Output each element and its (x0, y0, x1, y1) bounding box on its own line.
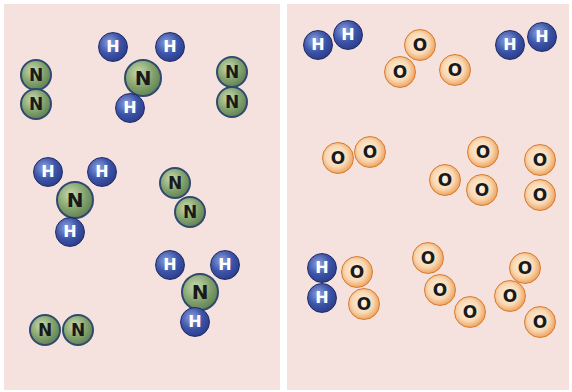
atom-symbol: H (95, 164, 108, 180)
hydrogen-atom: H (55, 217, 85, 247)
nitrogen-atom: N (20, 59, 52, 91)
atom-symbol: H (315, 290, 328, 306)
hydrogen-atom: H (33, 157, 63, 187)
atom-symbol: N (183, 204, 197, 221)
atom-symbol: O (476, 144, 490, 161)
atom-symbol: N (29, 96, 43, 113)
atom-symbol: O (413, 37, 427, 54)
hydrogen-atom: H (210, 250, 240, 280)
oxygen-atom: O (454, 296, 486, 328)
atom-symbol: H (41, 164, 54, 180)
hydrogen-atom: H (307, 283, 337, 313)
hydrogen-atom: H (98, 32, 128, 62)
hydrogen-atom: H (115, 93, 145, 123)
atom-symbol: H (123, 100, 136, 116)
oxygen-atom: O (341, 256, 373, 288)
atom-symbol: O (331, 150, 345, 167)
oxygen-atom: O (509, 252, 541, 284)
atom-symbol: H (163, 257, 176, 273)
atom-symbol: O (533, 152, 547, 169)
atom-symbol: H (218, 257, 231, 273)
atom-symbol: O (350, 264, 364, 281)
oxygen-atom: O (384, 56, 416, 88)
oxygen-atom: O (494, 280, 526, 312)
atom-symbol: O (448, 62, 462, 79)
nitrogen-atom: N (29, 314, 61, 346)
hydrogen-atom: H (333, 20, 363, 50)
atom-symbol: N (225, 94, 239, 111)
atom-symbol: N (225, 64, 239, 81)
hydrogen-atom: H (303, 30, 333, 60)
atom-symbol: O (421, 250, 435, 267)
hydrogen-atom: H (527, 22, 557, 52)
hydrogen-atom: H (155, 250, 185, 280)
oxygen-atom: O (524, 179, 556, 211)
oxygen-atom: O (354, 136, 386, 168)
oxygen-atom: O (429, 164, 461, 196)
hydrogen-atom: H (155, 32, 185, 62)
atom-symbol: O (518, 260, 532, 277)
nitrogen-atom: N (62, 314, 94, 346)
atom-symbol: O (475, 182, 489, 199)
atom-symbol: N (29, 67, 43, 84)
oxygen-atom: O (412, 242, 444, 274)
nitrogen-atom: N (174, 196, 206, 228)
atom-symbol: N (67, 190, 84, 210)
oxygen-atom: O (466, 174, 498, 206)
oxygen-atom: O (404, 29, 436, 61)
atom-symbol: H (63, 224, 76, 240)
oxygen-atom: O (524, 144, 556, 176)
atom-symbol: H (163, 39, 176, 55)
atom-symbol: O (363, 144, 377, 161)
atom-symbol: N (135, 68, 152, 88)
nitrogen-atom: N (181, 273, 219, 311)
atom-symbol: H (188, 314, 201, 330)
oxygen-atom: O (348, 288, 380, 320)
atom-symbol: O (533, 187, 547, 204)
nitrogen-atom: N (124, 59, 162, 97)
right-panel (287, 4, 569, 390)
hydrogen-atom: H (87, 157, 117, 187)
oxygen-atom: O (467, 136, 499, 168)
atom-symbol: O (463, 304, 477, 321)
atom-symbol: N (192, 282, 209, 302)
atom-symbol: N (38, 322, 52, 339)
atom-symbol: N (168, 175, 182, 192)
atom-symbol: H (106, 39, 119, 55)
atom-symbol: H (315, 260, 328, 276)
oxygen-atom: O (524, 306, 556, 338)
atom-symbol: O (503, 288, 517, 305)
nitrogen-atom: N (56, 181, 94, 219)
nitrogen-atom: N (159, 167, 191, 199)
hydrogen-atom: H (495, 30, 525, 60)
hydrogen-atom: H (180, 307, 210, 337)
nitrogen-atom: N (216, 86, 248, 118)
oxygen-atom: O (322, 142, 354, 174)
atom-symbol: O (438, 172, 452, 189)
atom-symbol: O (357, 296, 371, 313)
atom-symbol: O (393, 64, 407, 81)
atom-symbol: H (503, 37, 516, 53)
oxygen-atom: O (424, 274, 456, 306)
atom-symbol: O (533, 314, 547, 331)
nitrogen-atom: N (20, 88, 52, 120)
left-panel (4, 4, 280, 390)
atom-symbol: H (311, 37, 324, 53)
atom-symbol: H (341, 27, 354, 43)
oxygen-atom: O (439, 54, 471, 86)
atom-symbol: N (71, 322, 85, 339)
atom-symbol: O (433, 282, 447, 299)
hydrogen-atom: H (307, 253, 337, 283)
atom-symbol: H (535, 29, 548, 45)
nitrogen-atom: N (216, 56, 248, 88)
